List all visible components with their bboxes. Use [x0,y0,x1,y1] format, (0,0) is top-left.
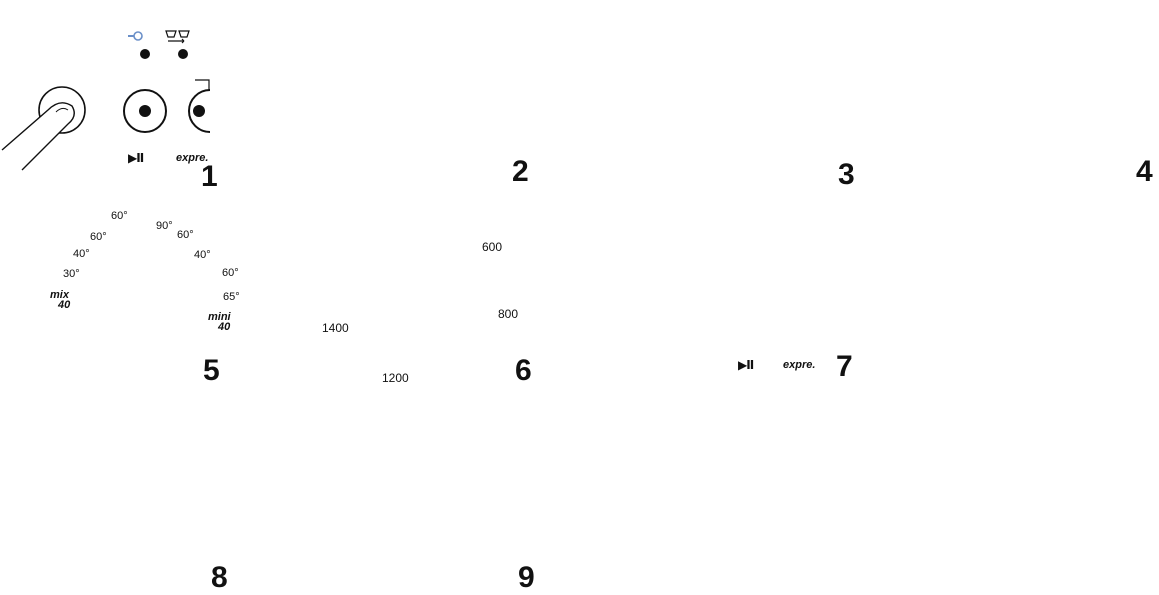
step-number: 3 [838,160,855,190]
step-number: 2 [512,157,529,187]
temp-label: 40° [194,250,211,261]
finger-press [2,103,74,170]
step-number: 9 [518,563,535,593]
temp-label: 40° [73,249,90,260]
spin-label: 600 [482,241,502,253]
spin-label: 800 [498,308,518,320]
step-number: 4 [1136,157,1153,187]
temp-label: 30° [63,269,80,280]
step-1-illustration [2,31,210,170]
play-pause-label: ▶II [738,358,753,372]
mini-temp-label: 40 [218,322,230,333]
spin-label: 1200 [382,372,409,384]
step-number: 7 [836,352,853,382]
step-number: 5 [203,356,220,386]
play-pause-label: ▶II [128,151,143,165]
step-number: 1 [201,162,218,192]
key-lock-icon [128,32,142,40]
temp-label: 60° [90,232,107,243]
temp-label: 60° [222,268,239,279]
indicator-led [178,49,188,59]
rinse-icon [166,31,189,43]
step-number: 6 [515,356,532,386]
express-label: expre. [783,359,815,371]
indicator-led [140,49,150,59]
spin-label: 1400 [322,322,349,334]
temp-label: 60° [177,230,194,241]
temp-label: 65° [223,292,240,303]
temp-label: 90° [156,221,173,232]
mix-temp-label: 40 [58,300,70,311]
step-number: 8 [211,563,228,593]
temp-label: 60° [111,211,128,222]
